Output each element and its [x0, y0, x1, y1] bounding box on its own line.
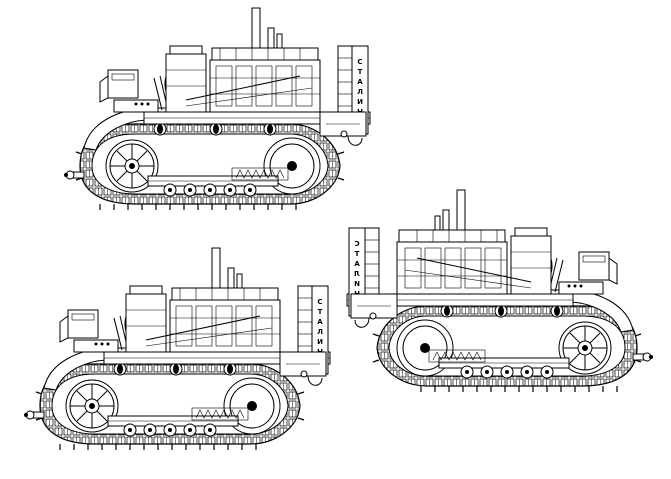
tractor-side-view-bottom-left	[23, 247, 331, 451]
tractor-side-view-top-left	[63, 7, 371, 211]
tractor-side-view-right	[346, 189, 654, 393]
